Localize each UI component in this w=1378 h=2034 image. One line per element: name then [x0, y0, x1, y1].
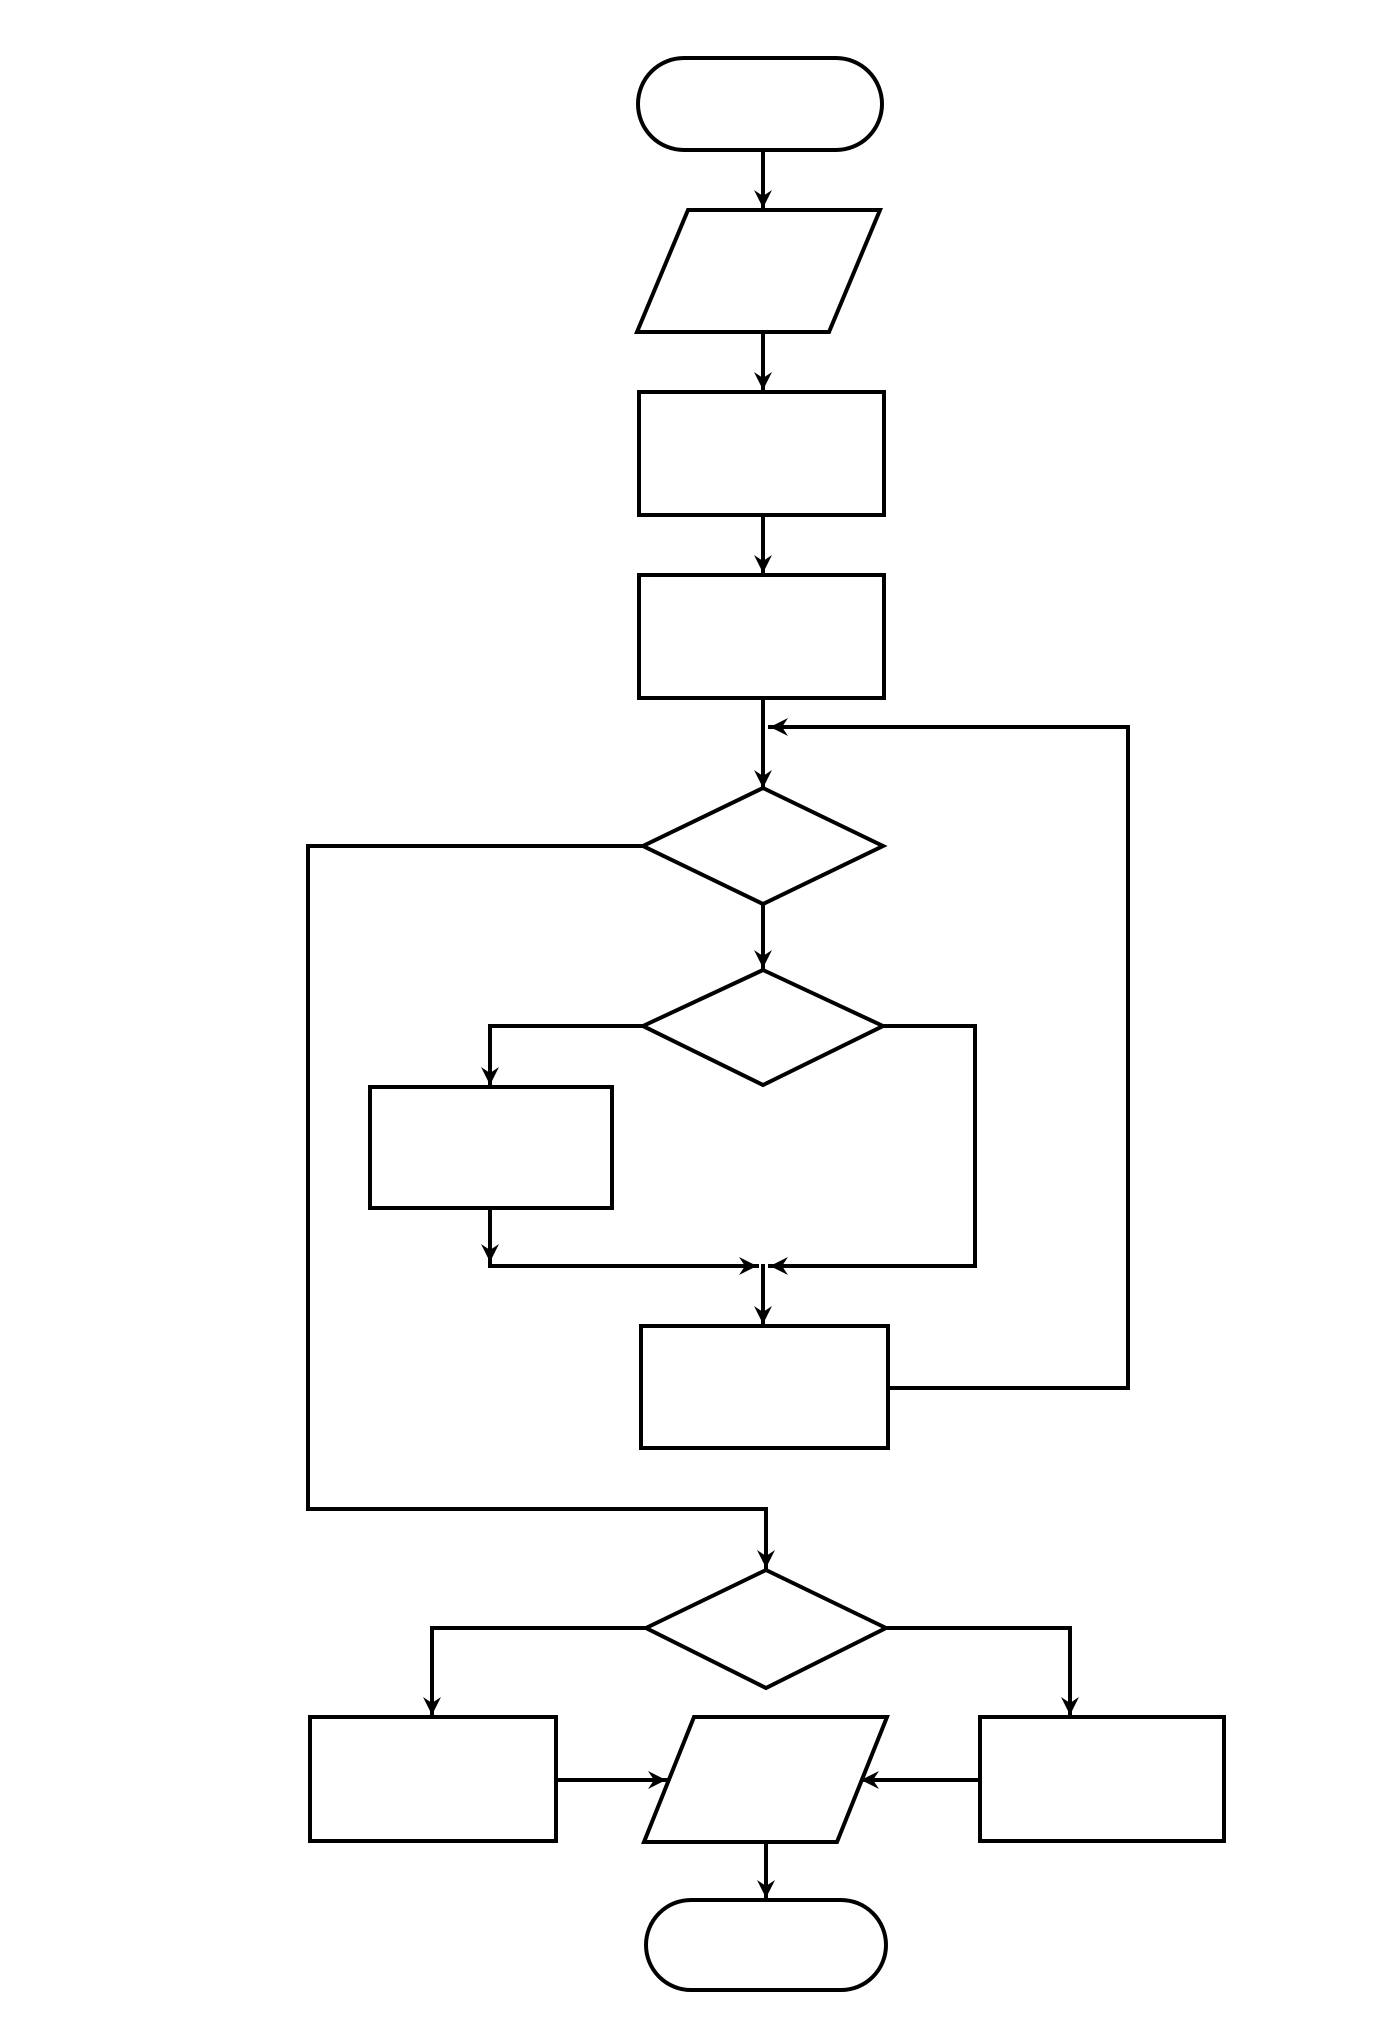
node-input [633, 208, 884, 334]
node-process-4 [639, 1324, 890, 1450]
process-2-box [637, 573, 886, 700]
start-terminator [636, 56, 884, 152]
process-4-box [639, 1324, 890, 1450]
process-3-box [368, 1085, 614, 1210]
process-6-box [978, 1715, 1226, 1843]
edge-decision-3-to-process-5 [423, 1626, 648, 1717]
input-parallelogram [633, 208, 884, 334]
decision-1-diamond [638, 785, 888, 907]
process-1-box [637, 390, 886, 517]
decision-3-diamond [641, 1567, 891, 1691]
edge-decision-1-to-decision-3 [306, 844, 775, 1570]
edge-process-4-loop-to-decision-1 [768, 718, 1130, 1390]
node-process-3 [368, 1085, 614, 1210]
node-process-5 [308, 1715, 558, 1843]
end-terminator [644, 1898, 888, 1992]
node-output [641, 1715, 890, 1844]
edge-decision-2-to-merge-right [768, 1024, 977, 1275]
node-decision-2 [638, 967, 888, 1088]
node-decision-1 [638, 785, 888, 907]
edge-decision-3-to-process-6 [884, 1626, 1079, 1717]
node-process-2 [637, 573, 886, 700]
connectors [306, 148, 1130, 1900]
edge-decision-2-to-process-3 [481, 1024, 645, 1087]
output-parallelogram [641, 1715, 890, 1844]
node-process-1 [637, 390, 886, 517]
process-5-box [308, 1715, 558, 1843]
node-process-6 [978, 1715, 1226, 1843]
node-start [636, 56, 884, 152]
node-end [644, 1898, 888, 1992]
decision-2-diamond [638, 967, 888, 1088]
node-decision-3 [641, 1567, 891, 1691]
